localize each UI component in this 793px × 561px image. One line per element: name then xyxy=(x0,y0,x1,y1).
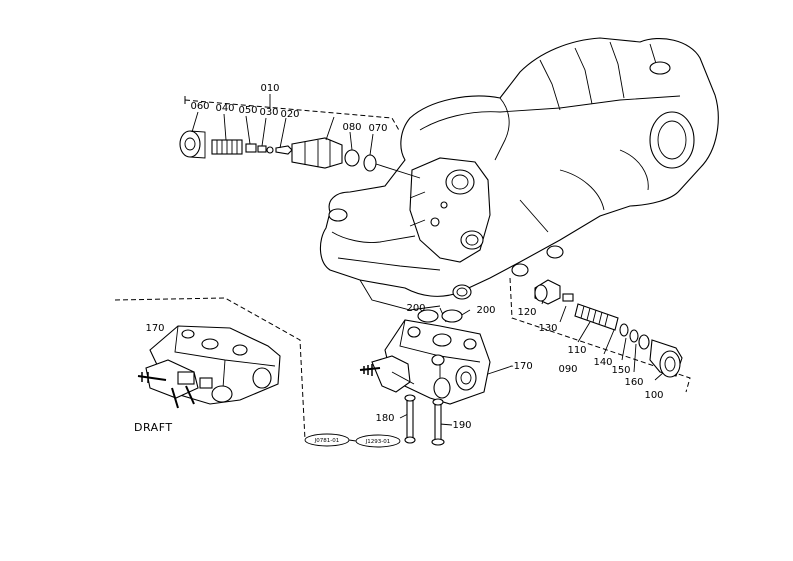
valve-cartridge-parts xyxy=(179,130,421,179)
callout-060: 060 xyxy=(190,101,209,112)
callout-120: 120 xyxy=(517,307,536,318)
transmission-housing xyxy=(319,37,719,311)
draft-inset-dashed xyxy=(114,297,306,441)
callout-170-center: -170 xyxy=(510,361,533,372)
callout-130: 130 xyxy=(538,323,557,334)
stamp-j0781-text: J0781-01 xyxy=(314,438,340,444)
callout-160: 160 xyxy=(624,377,643,388)
callout-050: 050 xyxy=(238,105,257,116)
right-valve-parts xyxy=(534,279,683,378)
callout-090: 090 xyxy=(558,364,577,375)
callout-010: 010 xyxy=(260,83,279,94)
draft-valve-block xyxy=(137,325,281,409)
stamp-j0781: J0781-01 xyxy=(304,433,350,447)
callout-140: 140 xyxy=(593,357,612,368)
bolts-180-190 xyxy=(404,394,445,446)
callout-180: 180 xyxy=(375,413,394,424)
stamp-j1293-text: J1293-01 xyxy=(365,439,391,445)
stamp-j1293: J1293-01 xyxy=(355,434,401,448)
callout-110: 110 xyxy=(567,345,586,356)
callout-030: 030 xyxy=(259,107,278,118)
callout-190: 190 xyxy=(452,420,471,431)
dashed-group-090 xyxy=(509,277,691,393)
valve-block-center xyxy=(359,309,491,405)
callout-070: 070 xyxy=(368,123,387,134)
dashed-group-010 xyxy=(184,94,401,133)
callout-100: 100 xyxy=(644,390,663,401)
callout-170-inset: 170 xyxy=(145,323,164,334)
callout-labels: 010 060 040 050 030 020 080 070 200 200 … xyxy=(134,83,664,434)
draft-caption: DRAFT xyxy=(134,421,173,434)
callout-150: 150 xyxy=(611,365,630,376)
spring-110 xyxy=(574,303,619,331)
callout-040: 040 xyxy=(215,103,234,114)
callout-200-b: 200 xyxy=(476,305,495,316)
callout-020: 020 xyxy=(280,109,299,120)
callout-200-a: 200 xyxy=(406,303,425,314)
spring-040 xyxy=(211,139,243,155)
callout-080: 080 xyxy=(342,122,361,133)
